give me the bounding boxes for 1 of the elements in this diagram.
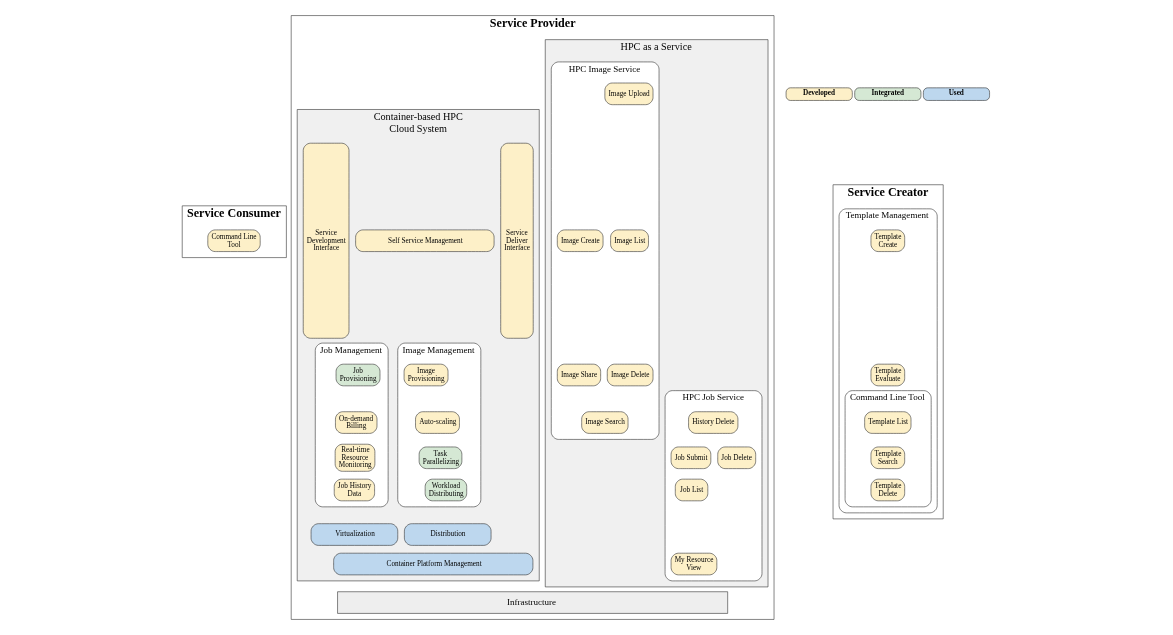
node-box: Infrastructure: [337, 591, 728, 614]
